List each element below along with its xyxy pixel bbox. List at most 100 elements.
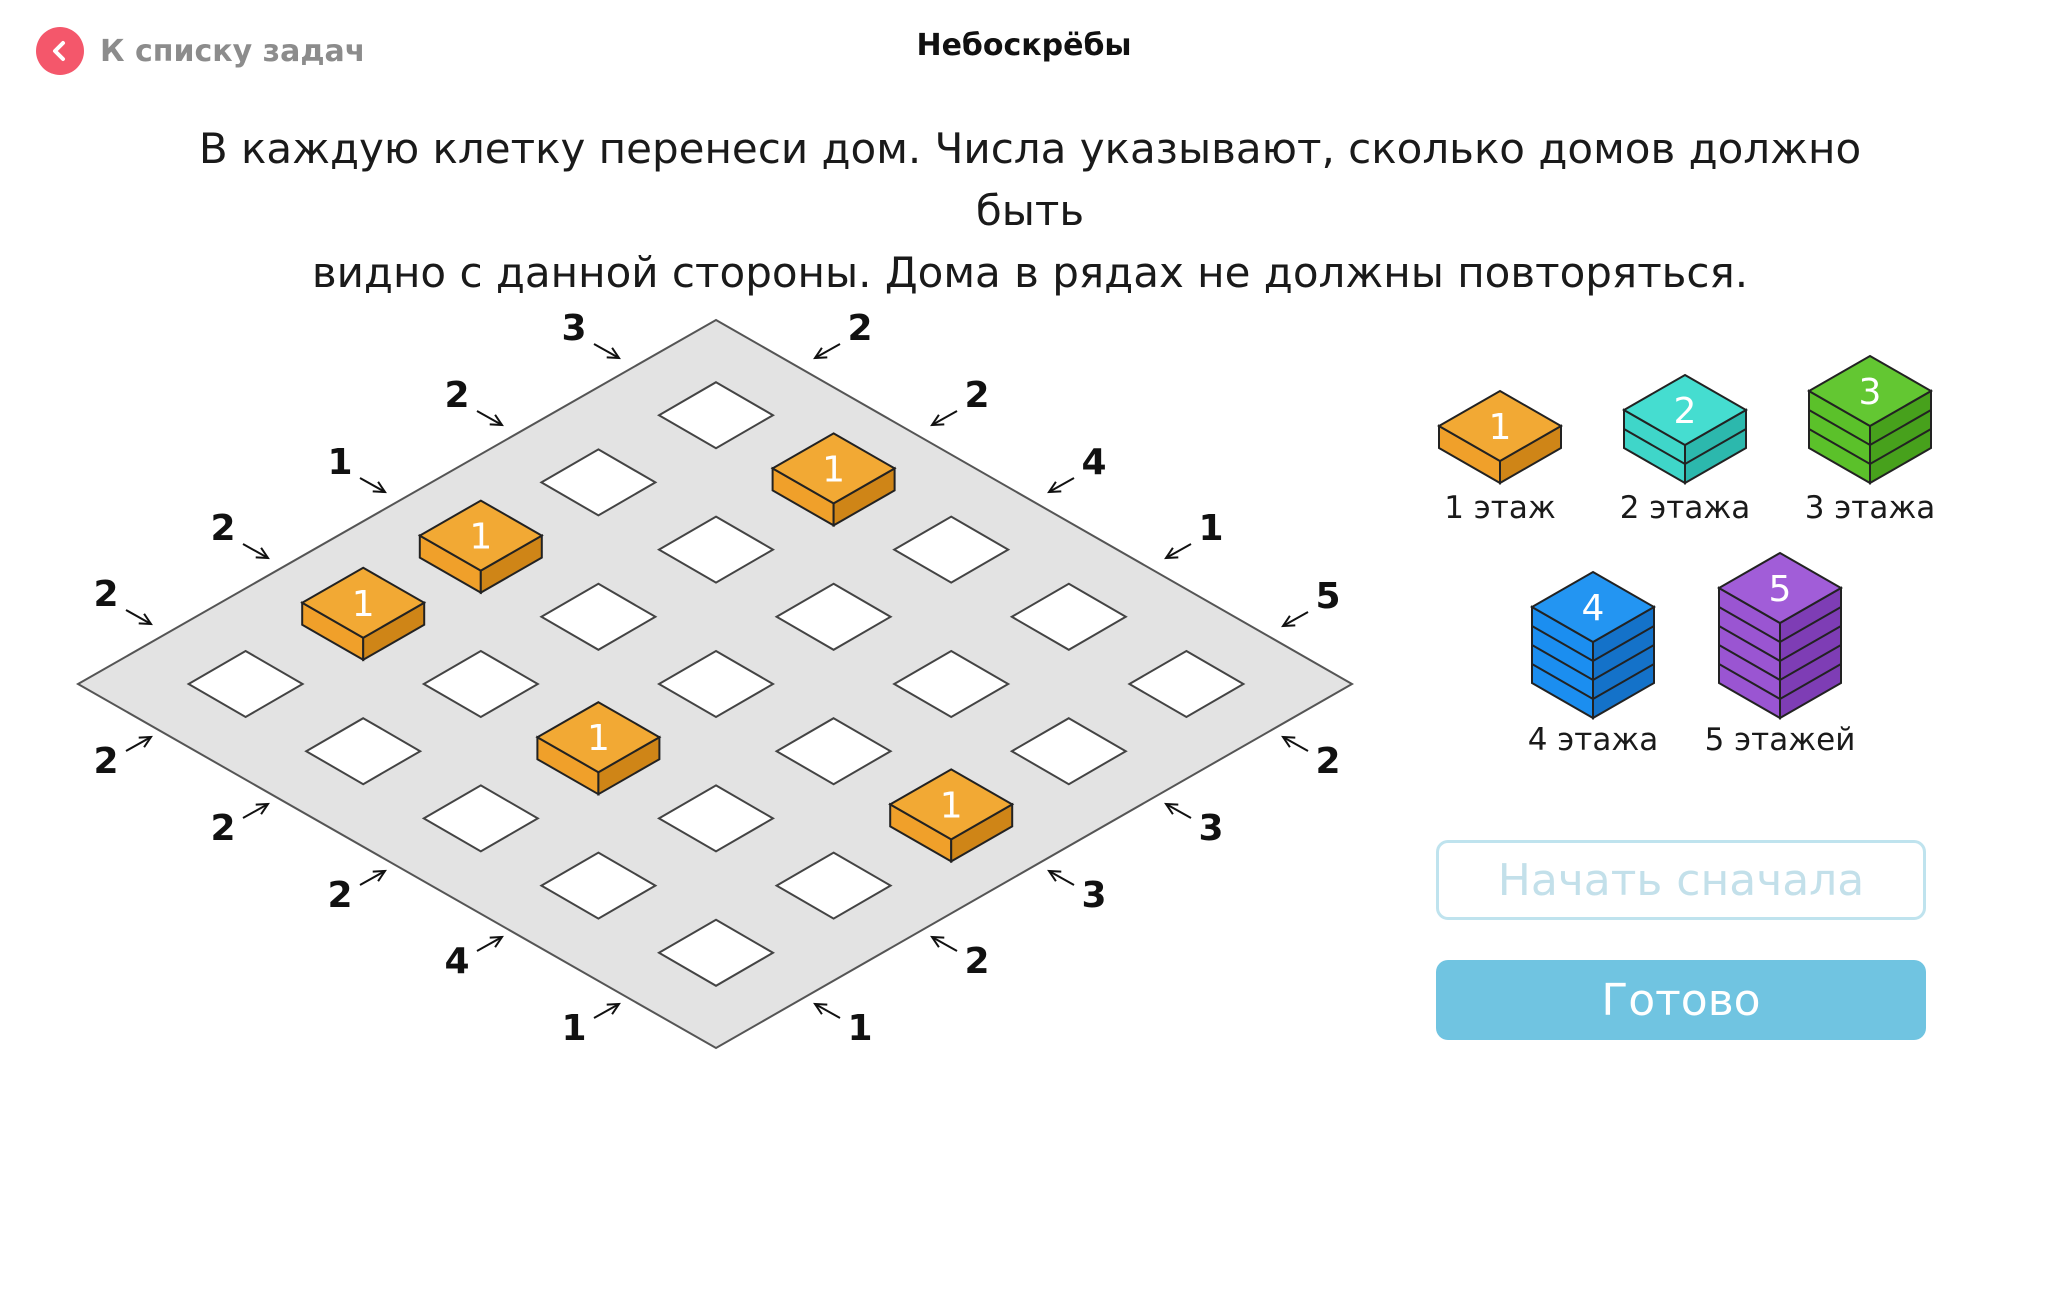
house-number: 1 [1489, 407, 1512, 448]
house-top [1529, 570, 1657, 644]
back-label: К списку задач [100, 33, 366, 69]
clue-arrow-icon [1047, 477, 1075, 494]
clue-top: 3 [561, 308, 586, 349]
restart-button[interactable]: Начать сначала [1436, 840, 1926, 920]
clue-top: 2 [210, 508, 235, 549]
house-top [1716, 551, 1844, 625]
clue-left: 4 [444, 941, 469, 982]
page-title: Небоскрёбы [916, 28, 1132, 63]
clue-arrow-icon [359, 477, 387, 494]
clue-arrow-icon [242, 543, 270, 560]
piece-label: 3 этажа [1804, 490, 1936, 526]
house-number: 2 [1674, 391, 1697, 432]
clue-right: 5 [1315, 576, 1340, 617]
empty-cell[interactable] [304, 717, 423, 786]
clue-right: 2 [964, 375, 989, 416]
empty-cell[interactable] [657, 784, 775, 853]
clue-bottom: 3 [1198, 808, 1223, 849]
back-to-tasks-link[interactable]: К списку задач [36, 26, 365, 76]
clue-left: 2 [210, 808, 235, 849]
empty-cell[interactable] [657, 649, 775, 719]
piece-3-floor[interactable]: 3 [1806, 354, 1934, 485]
empty-cell[interactable] [657, 381, 775, 450]
clue-arrow-icon [476, 935, 504, 952]
clue-right: 2 [847, 308, 872, 349]
empty-cell[interactable] [539, 851, 658, 920]
empty-cell[interactable] [774, 717, 893, 786]
clue-arrow-icon [930, 410, 958, 427]
house-number: 1 [469, 517, 492, 558]
empty-cell[interactable] [1127, 649, 1246, 719]
house-top [1436, 389, 1564, 463]
instructions: В каждую клетку перенеси дом. Числа указ… [150, 118, 1910, 304]
empty-cell[interactable] [657, 515, 775, 584]
house-top [1621, 373, 1749, 447]
clue-left: 2 [93, 741, 118, 782]
clue-bottom: 2 [1315, 741, 1340, 782]
placed-house[interactable]: 1 [888, 768, 1015, 864]
instructions-line-1: В каждую клетку перенеси дом. Числа указ… [198, 124, 1862, 235]
clue-arrow-icon [813, 1002, 841, 1019]
house-top [300, 566, 427, 639]
clue-arrow-icon [1281, 611, 1309, 628]
piece-label: 2 этажа [1619, 490, 1751, 526]
empty-cell[interactable] [892, 515, 1011, 584]
empty-cell[interactable] [186, 649, 305, 719]
clue-arrow-icon [1281, 735, 1309, 752]
empty-cell[interactable] [1009, 717, 1128, 786]
house-top [1806, 354, 1934, 428]
floor-line [1808, 409, 1932, 447]
placed-house[interactable]: 1 [300, 566, 427, 662]
chevron-left-icon [36, 27, 84, 75]
piece-4-floor[interactable]: 4 [1529, 570, 1657, 720]
empty-cell[interactable] [774, 582, 893, 651]
empty-cell[interactable] [774, 851, 893, 920]
clue-arrow-icon [1164, 543, 1192, 560]
empty-cell[interactable] [421, 649, 540, 719]
clue-bottom: 3 [1081, 875, 1106, 916]
placed-house[interactable]: 1 [417, 499, 544, 595]
floor-line [1531, 663, 1655, 701]
clue-bottom: 2 [964, 941, 989, 982]
clue-arrow-icon [1047, 869, 1075, 886]
empty-cell[interactable] [657, 918, 775, 987]
piece-label: 5 этажей [1704, 722, 1856, 758]
floor-line [1531, 625, 1655, 663]
clue-left: 1 [561, 1008, 586, 1049]
placed-house[interactable]: 1 [770, 432, 897, 528]
clue-arrow-icon [476, 410, 504, 427]
empty-cell[interactable] [892, 649, 1011, 719]
piece-5-floor[interactable]: 5 [1716, 551, 1844, 720]
piece-label: 4 этажа [1527, 722, 1659, 758]
house-number: 4 [1582, 588, 1605, 629]
done-button[interactable]: Готово [1436, 960, 1926, 1040]
floor-line [1808, 428, 1932, 466]
piece-2-floor[interactable]: 2 [1621, 373, 1749, 485]
empty-cell[interactable] [539, 582, 658, 651]
clue-arrow-icon [813, 343, 841, 360]
floor-line [1718, 606, 1842, 644]
clue-bottom: 1 [847, 1008, 872, 1049]
floor-line [1718, 663, 1842, 701]
house-number: 5 [1769, 569, 1792, 610]
house-number: 3 [1859, 372, 1882, 413]
placed-house[interactable]: 1 [535, 701, 662, 796]
clue-arrow-icon [242, 802, 270, 819]
piece-1-floor[interactable]: 1 [1436, 389, 1564, 485]
clue-arrow-icon [930, 935, 958, 952]
floor-line [1531, 644, 1655, 682]
clue-arrow-icon [125, 609, 153, 626]
empty-cell[interactable] [421, 784, 540, 853]
empty-cell[interactable] [1009, 582, 1128, 651]
clue-top: 1 [327, 442, 352, 483]
house-top [770, 432, 897, 505]
clue-right: 4 [1081, 442, 1106, 483]
house-number: 1 [587, 718, 610, 759]
empty-cell[interactable] [539, 448, 658, 517]
clue-left: 2 [327, 875, 352, 916]
house-number: 1 [822, 449, 845, 490]
clue-arrow-icon [593, 1002, 621, 1019]
floor-line [1718, 625, 1842, 663]
floor-line [1718, 644, 1842, 682]
